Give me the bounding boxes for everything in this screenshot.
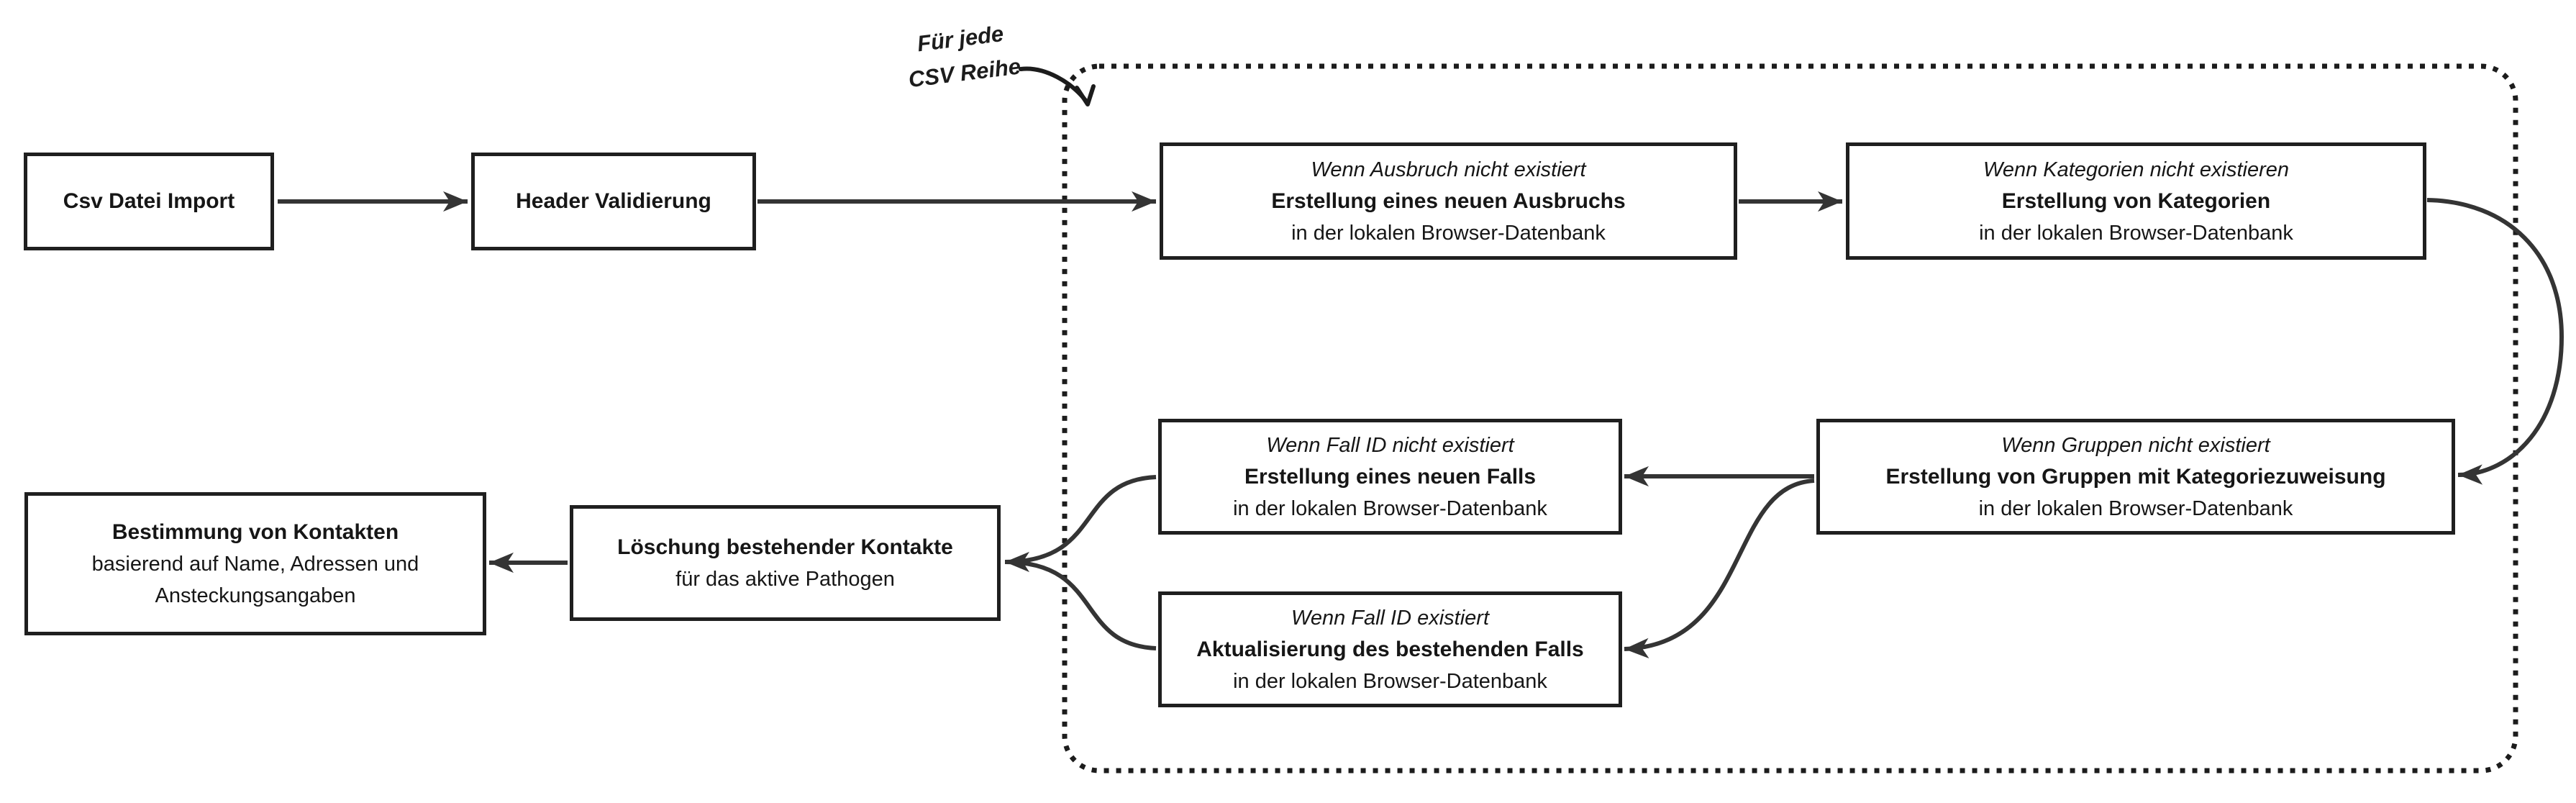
node-create-case-detail: in der lokalen Browser-Datenbank <box>1233 496 1547 520</box>
node-create-case-action: Erstellung eines neuen Falls <box>1244 464 1537 489</box>
node-create-groups-condition: Wenn Gruppen nicht existiert <box>2001 433 2270 457</box>
node-create-case-condition: Wenn Fall ID nicht existiert <box>1266 433 1514 457</box>
annotation-arrow <box>1019 66 1089 104</box>
node-create-outbreak-detail: in der lokalen Browser-Datenbank <box>1291 221 1606 245</box>
node-update-case: Wenn Fall ID existiert Aktualisierung de… <box>1158 591 1622 707</box>
node-create-groups: Wenn Gruppen nicht existiert Erstellung … <box>1816 419 2455 535</box>
node-determine-contacts-detail: basierend auf Name, Adressen und <box>91 552 419 576</box>
node-delete-contacts-detail: für das aktive Pathogen <box>675 567 895 591</box>
node-update-case-detail: in der lokalen Browser-Datenbank <box>1233 669 1547 693</box>
node-determine-contacts-detail2: Ansteckungsangaben <box>155 584 356 607</box>
node-create-categories-condition: Wenn Kategorien nicht existieren <box>1983 158 2290 181</box>
node-update-case-condition: Wenn Fall ID existiert <box>1291 606 1490 630</box>
node-create-case: Wenn Fall ID nicht existiert Erstellung … <box>1158 419 1622 535</box>
node-create-outbreak: Wenn Ausbruch nicht existiert Erstellung… <box>1160 142 1737 260</box>
node-csv-import: Csv Datei Import <box>24 153 274 250</box>
node-create-categories: Wenn Kategorien nicht existieren Erstell… <box>1846 142 2426 260</box>
node-determine-contacts-action: Bestimmung von Kontakten <box>111 520 399 544</box>
annotation-arrowhead <box>1075 84 1096 106</box>
node-header-validation-title: Header Validierung <box>516 189 711 213</box>
node-delete-contacts: Löschung bestehender Kontakte für das ak… <box>570 505 1001 621</box>
node-create-groups-detail: in der lokalen Browser-Datenbank <box>1978 496 2293 520</box>
loop-container-border <box>1062 63 2518 773</box>
arrow-categories-to-groups <box>2426 198 2564 485</box>
node-delete-contacts-action: Löschung bestehender Kontakte <box>617 535 953 559</box>
node-header-validation: Header Validierung <box>471 153 756 250</box>
node-create-groups-action: Erstellung von Gruppen mit Kategoriezuwe… <box>1885 464 2386 489</box>
node-create-categories-detail: in der lokalen Browser-Datenbank <box>1979 221 2293 245</box>
arrow-groups-to-update-case <box>1624 478 1815 658</box>
arrow-update-case-to-delete <box>1004 560 1157 650</box>
node-create-outbreak-condition: Wenn Ausbruch nicht existiert <box>1311 158 1586 181</box>
node-csv-import-title: Csv Datei Import <box>63 189 235 213</box>
node-update-case-action: Aktualisierung des bestehenden Falls <box>1196 637 1584 661</box>
node-create-categories-action: Erstellung von Kategorien <box>2001 189 2271 213</box>
node-create-outbreak-action: Erstellung eines neuen Ausbruchs <box>1271 189 1626 213</box>
node-determine-contacts: Bestimmung von Kontakten basierend auf N… <box>24 492 486 635</box>
arrow-create-case-to-delete <box>1004 475 1157 573</box>
